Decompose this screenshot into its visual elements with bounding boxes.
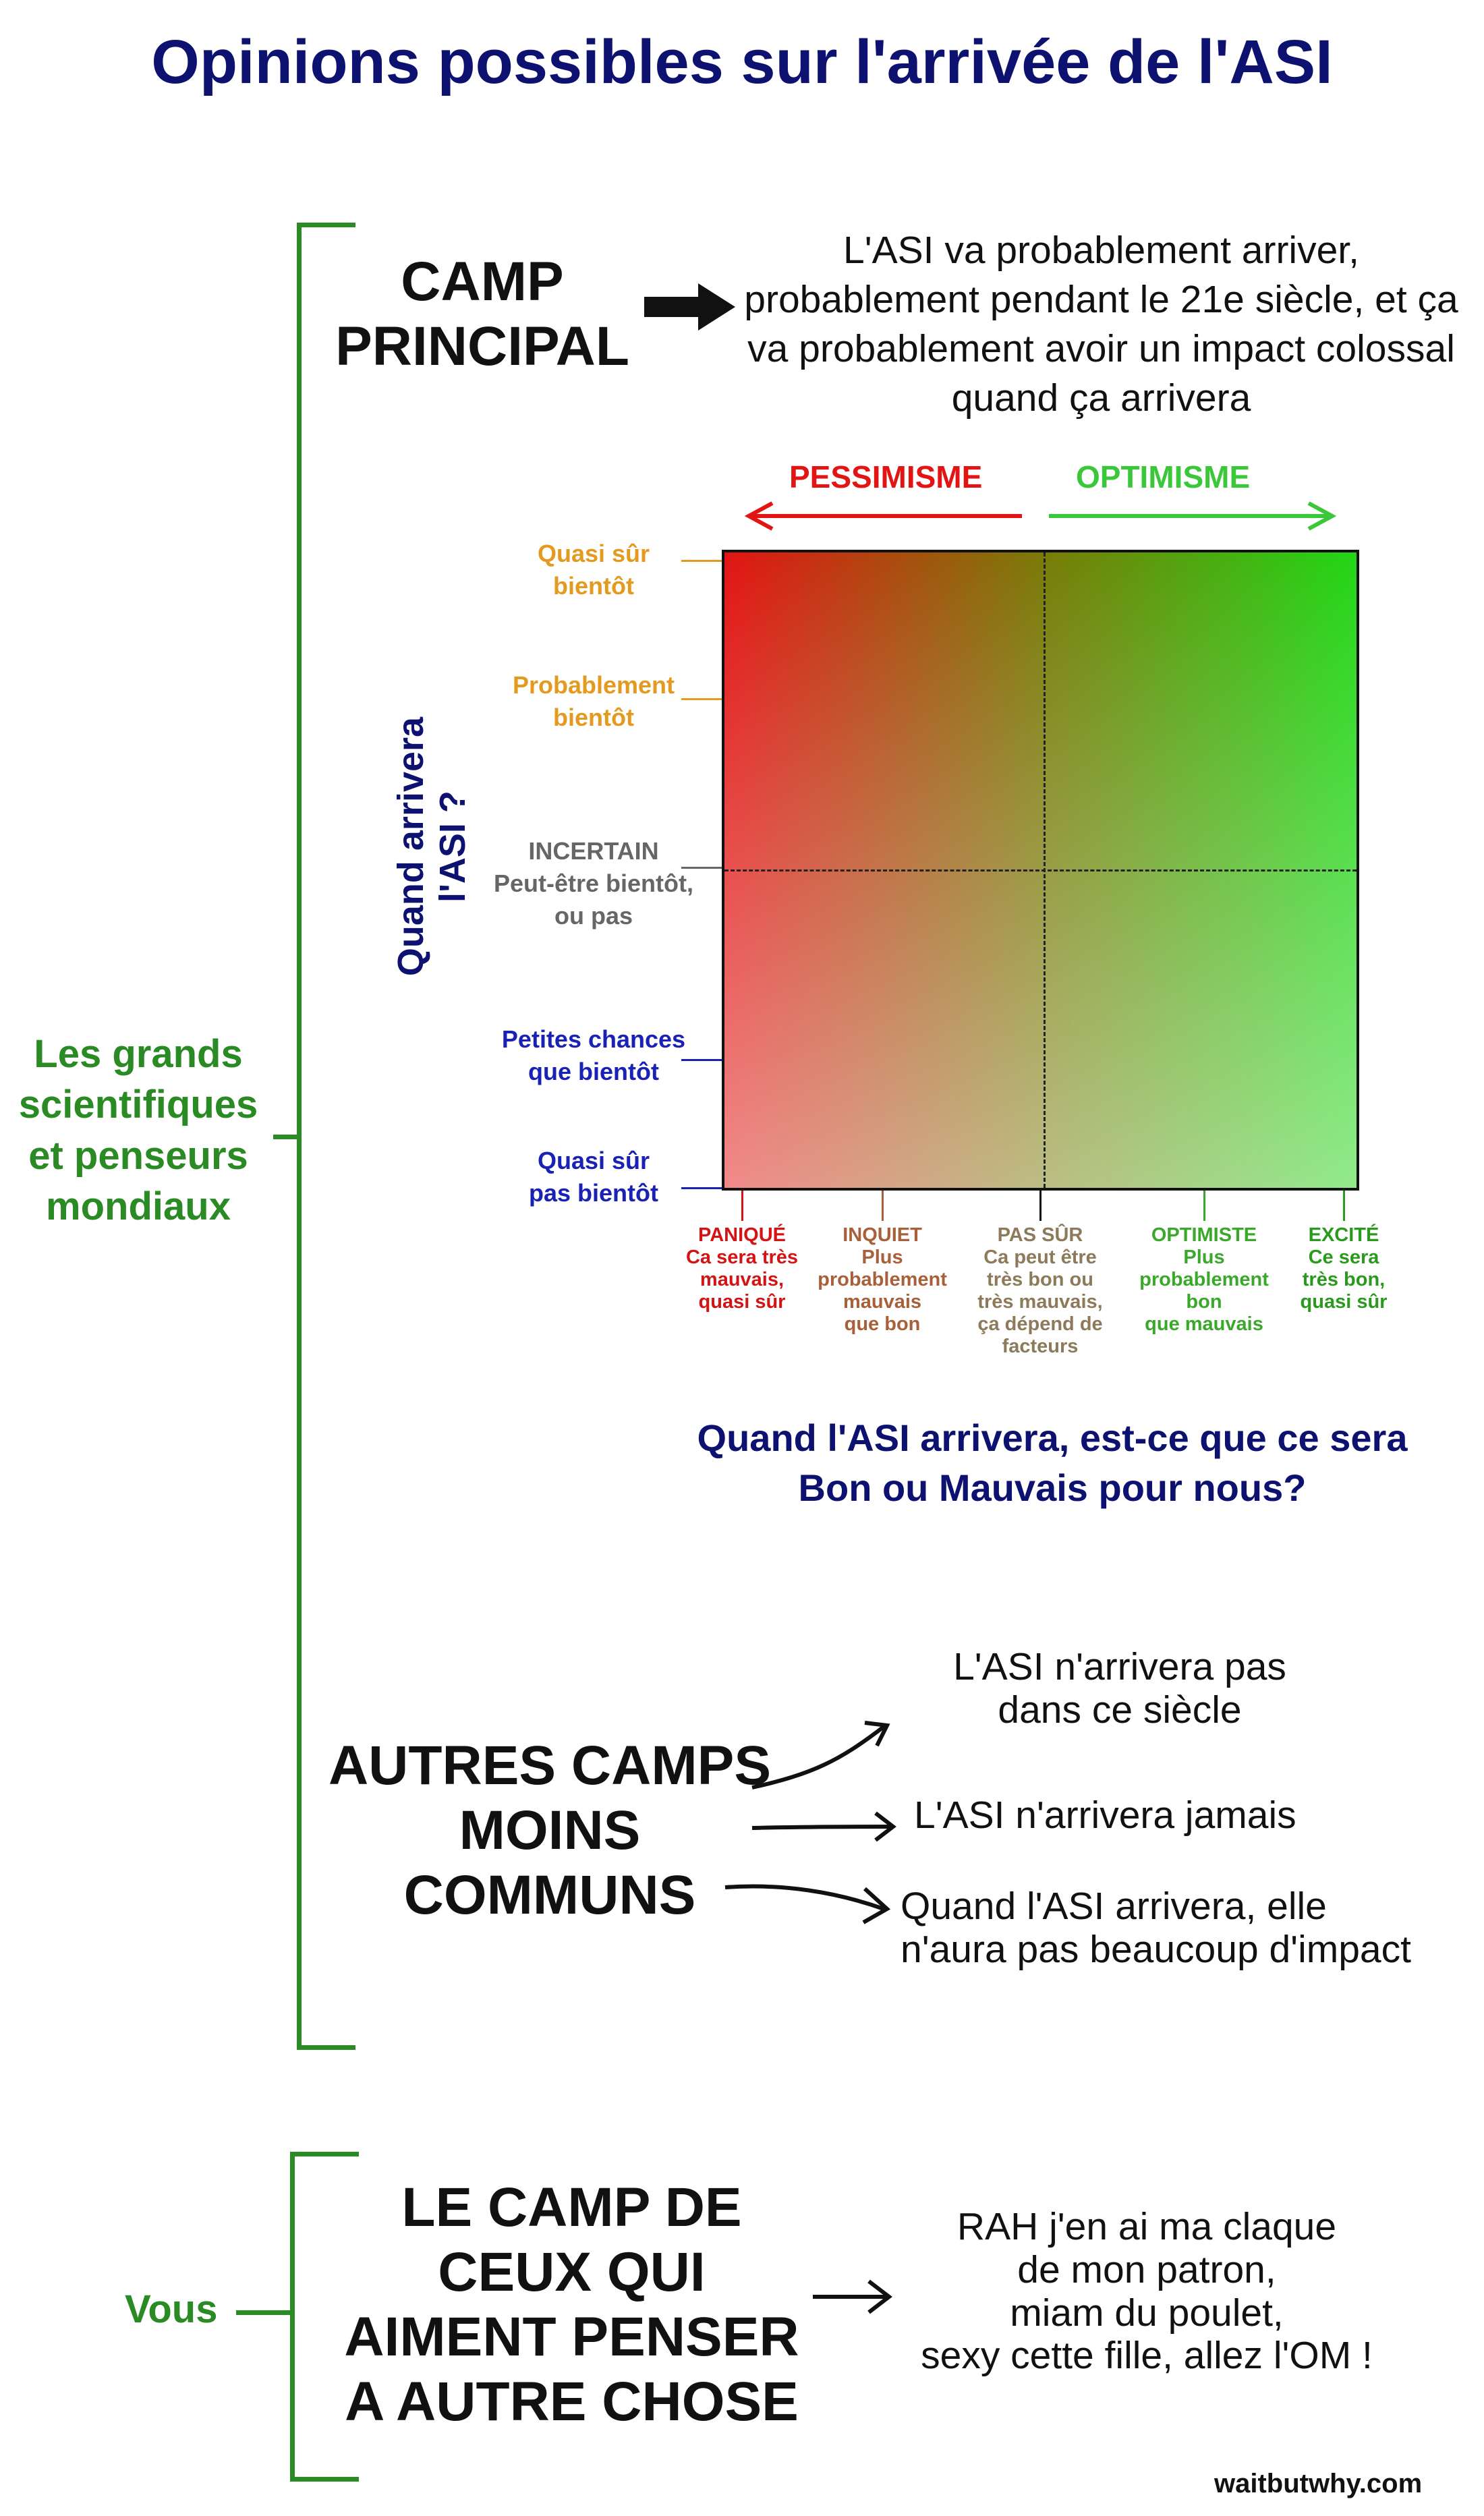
y-level-label-line: ou pas (554, 901, 633, 930)
pessimism-arrow-icon (744, 501, 1022, 531)
x-level-tick (741, 1191, 743, 1221)
y-level-label-line: Quasi sûr (537, 540, 650, 567)
page-title: Opinions possibles sur l'arrivée de l'AS… (151, 28, 1333, 96)
x-level-label-line: quasi sûr (698, 1291, 786, 1313)
you-thought-line: RAH j'en ai ma claque (957, 2205, 1337, 2248)
you-arrow-icon (813, 2279, 892, 2314)
you-camp-line: AIMENT PENSER (344, 2306, 799, 2368)
you-camp-line: LE CAMP DE (401, 2177, 742, 2238)
x-level-label-line: que bon (844, 1313, 921, 1336)
y-axis-title: Quand arrivera l'ASI ? (391, 716, 473, 977)
x-level-label-line: que mauvais (1145, 1313, 1263, 1336)
you-thought-line: miam du poulet, (1010, 2291, 1284, 2335)
you-label: Vous (125, 2287, 218, 2331)
x-level-label-line: INQUIET (843, 1224, 922, 1246)
main-camp-title: CAMP PRINCIPAL (335, 251, 629, 377)
x-level-label-line: PAS SÛR (997, 1224, 1083, 1246)
x-level-label-line: Plus (1183, 1247, 1225, 1269)
x-level-label-line: Ca sera très (685, 1247, 799, 1269)
optimism-label: OPTIMISME (1076, 459, 1251, 494)
x-level-label-line: EXCITÉ (1308, 1224, 1379, 1246)
x-level-label-line: probablement (818, 1269, 947, 1291)
x-level-label-line: très bon ou (987, 1269, 1093, 1291)
x-level-label-line: très bon, (1302, 1269, 1386, 1291)
y-level-label-line: Probablement (512, 671, 675, 699)
you-camp-line: A AUTRE CHOSE (345, 2370, 799, 2432)
y-level-label: Quasi sûr bientôt (472, 538, 715, 602)
y-level-label-line: INCERTAIN (528, 837, 659, 865)
you-thought-line: de mon patron, (1017, 2248, 1276, 2291)
other-camps-arrows (724, 1721, 896, 1924)
y-level-tick (681, 560, 722, 562)
you-thought-line: sexy cette fille, allez l'OM ! (921, 2334, 1373, 2378)
you-camp-title: LE CAMP DE CEUX QUI AIMENT PENSER A AUTR… (331, 2175, 813, 2434)
x-level-tick (1343, 1191, 1345, 1221)
y-level-tick (681, 1059, 722, 1061)
x-level-tick (1203, 1191, 1205, 1221)
you-bracket-tick (236, 2310, 293, 2315)
x-level-label-line: Plus (861, 1247, 903, 1269)
y-level-label-line: que bientôt (528, 1057, 659, 1085)
x-level-label-line: mauvais (843, 1291, 922, 1313)
other-camps-line: MOINS (459, 1799, 641, 1861)
x-level-label-line: Ca peut être (983, 1247, 1097, 1269)
y-level-label-line: bientôt (553, 571, 634, 600)
x-level-label-line: OPTIMISTE (1151, 1224, 1257, 1246)
y-level-tick (681, 867, 722, 869)
you-bracket (290, 2152, 359, 2482)
x-level-label-line: probablement (1139, 1269, 1269, 1291)
x-level-label-line: facteurs (1002, 1336, 1079, 1358)
x-level-label-line: bon (1186, 1291, 1222, 1313)
scientists-bracket-tick (273, 1135, 300, 1139)
opinion-grid (722, 550, 1359, 1191)
y-level-label-line: bientôt (553, 703, 634, 731)
x-level-label-line: ça dépend de (977, 1313, 1103, 1336)
y-level-label: INCERTAIN Peut-être bientôt, ou pas (472, 835, 715, 932)
credit-text: waitbutwhy.com (1214, 2469, 1423, 2498)
optimism-arrow-icon (1049, 501, 1337, 531)
y-level-label: Quasi sûr pas bientôt (472, 1145, 715, 1209)
other-camps-title: AUTRES CAMPS MOINS COMMUNS (317, 1734, 782, 1928)
y-level-tick (681, 698, 722, 700)
you-thoughts: RAH j'en ai ma claque de mon patron, mia… (884, 2205, 1410, 2378)
other-camps-line: AUTRES CAMPS (328, 1735, 772, 1796)
y-level-label: Petites chances que bientôt (472, 1023, 715, 1088)
y-level-tick (681, 1187, 722, 1189)
pessimism-label: PESSIMISME (789, 459, 983, 494)
x-level-tick (882, 1191, 884, 1221)
you-camp-line: CEUX QUI (438, 2241, 706, 2303)
arrow-right-icon (644, 283, 735, 331)
y-level-label-line: Petites chances (501, 1025, 686, 1053)
other-view-not-this-century: L'ASI n'arrivera pas dans ce siècle (953, 1645, 1286, 1732)
main-camp-description: L'ASI va probablement arriver, probablem… (744, 229, 1458, 420)
other-camps-line: COMMUNS (403, 1864, 696, 1926)
x-level-label-line: Ce sera (1308, 1247, 1379, 1269)
y-level-label: Probablement bientôt (472, 669, 715, 734)
x-level-label-line: mauvais, (700, 1269, 784, 1291)
x-level-tick (1039, 1191, 1041, 1221)
other-view-never: L'ASI n'arrivera jamais (914, 1794, 1296, 1837)
grid-horizontal-divider (724, 869, 1357, 871)
x-axis-question: Quand l'ASI arrivera, est-ce que ce sera… (697, 1417, 1408, 1510)
x-level-label-line: très mauvais, (977, 1291, 1103, 1313)
x-level-label-line: quasi sûr (1300, 1291, 1388, 1313)
x-level-label-line: PANIQUÉ (698, 1224, 786, 1246)
y-level-label-line: Quasi sûr (537, 1147, 650, 1174)
other-view-little-impact: Quand l'ASI arrivera, elle n'aura pas be… (901, 1885, 1411, 1971)
scientists-label: Les grands scientifiques et penseurs mon… (18, 1032, 258, 1229)
y-level-label-line: pas bientôt (528, 1178, 658, 1207)
y-level-label-line: Peut-être bientôt, (493, 869, 693, 897)
